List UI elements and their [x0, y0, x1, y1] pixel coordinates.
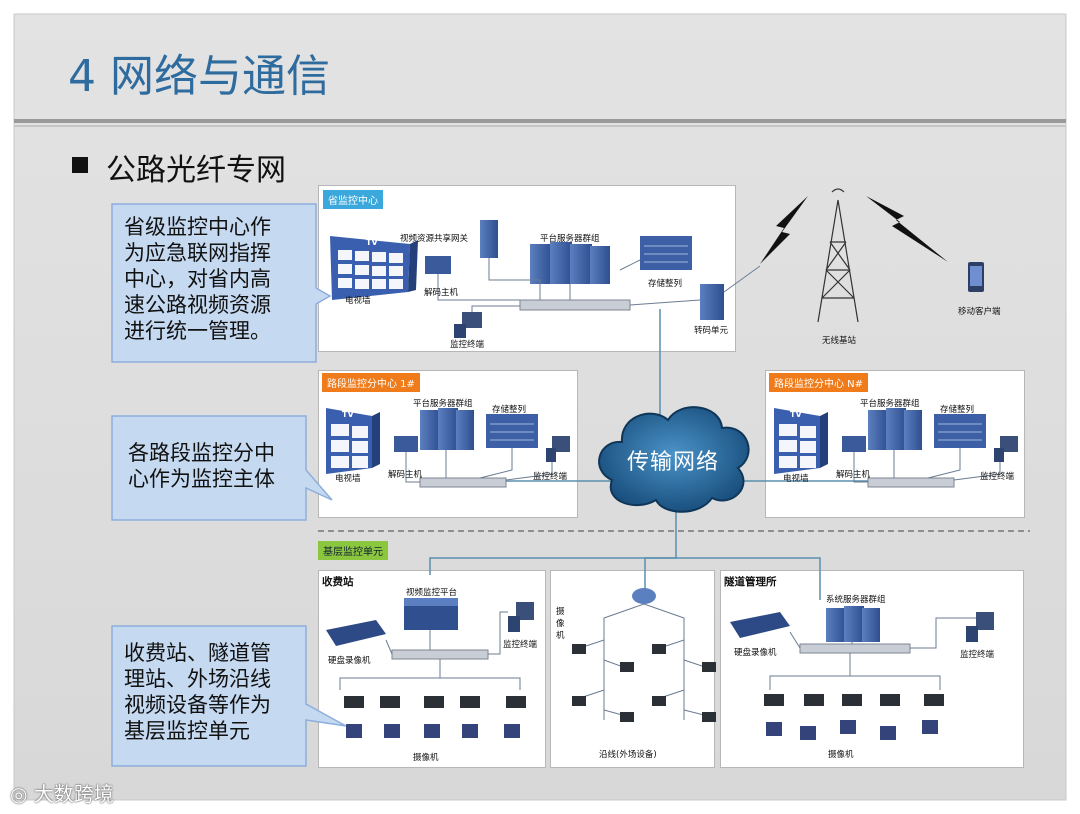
subn-switch — [867, 477, 955, 488]
sub1-switch — [419, 477, 507, 488]
tunnel-links — [769, 617, 976, 690]
toll-camera-label: 摄像机 — [413, 753, 439, 763]
subn-terminal-label: 监控终端 — [980, 472, 1015, 482]
watermark: ◎ 大数跨境 — [10, 778, 114, 807]
subn-server-group — [868, 408, 922, 450]
transport-network-cloud — [598, 406, 750, 513]
provincial-terminal — [454, 312, 482, 338]
provincial-decoder-label: 解码主机 — [424, 288, 459, 298]
toll-links — [339, 611, 521, 690]
provincial-center-header: 省监控中心 — [323, 190, 383, 209]
subn-storage-label: 存储整列 — [940, 405, 975, 415]
sub1-server-group-label: 平台服务器群组 — [413, 399, 473, 409]
subn-storage-array — [934, 414, 986, 448]
provincial-server-group-label: 平台服务器群组 — [540, 234, 600, 244]
subn-video-wall-label: 电视墙 — [783, 474, 809, 484]
provincial-tv-label: TV — [366, 238, 378, 247]
subn-video-wall — [774, 408, 828, 474]
tunnel-terminal — [966, 612, 994, 642]
base-station-label: 无线基站 — [822, 336, 857, 346]
callout-sub-center-text: 各路段监控分中 心作为监控主体 — [128, 441, 275, 491]
toll-camera-row — [344, 696, 526, 738]
subn-decoder — [842, 436, 866, 452]
provincial-gateway-label: 视频资源共享网关 — [400, 234, 469, 244]
sub1-decoder-label: 解码主机 — [388, 470, 423, 480]
sub-center-n-header: 路段监控分中心 N# — [769, 373, 869, 392]
lightning-bolt-right-icon — [866, 196, 948, 262]
subn-decoder-label: 解码主机 — [836, 470, 871, 480]
tunnel-switch — [799, 643, 911, 654]
toll-nvr — [326, 620, 386, 646]
sub1-video-wall-label: 电视墙 — [335, 474, 361, 484]
roadside-router — [632, 588, 656, 604]
sub1-terminal — [546, 436, 570, 462]
provincial-switch — [519, 299, 631, 311]
watermark-text: 大数跨境 — [33, 782, 114, 806]
slide-title: 4 网络与通信 — [68, 51, 330, 102]
provincial-storage-array — [640, 236, 692, 270]
bullet-square — [72, 157, 88, 173]
sub1-video-wall — [326, 408, 380, 474]
callout-shapes — [111, 203, 347, 767]
tunnel-station-panel — [720, 570, 1024, 768]
provincial-transcoder-label: 转码单元 — [694, 326, 729, 336]
tunnel-nvr-label: 硬盘录像机 — [734, 648, 777, 658]
subn-server-group-label: 平台服务器群组 — [860, 399, 920, 409]
tunnel-server-group — [826, 606, 880, 642]
toll-switch — [391, 649, 489, 660]
provincial-video-wall-label: 电视墙 — [345, 296, 371, 306]
bullet-heading: 公路光纤专网 — [106, 153, 286, 188]
roadside-cameras — [572, 644, 716, 722]
toll-terminal — [508, 602, 534, 632]
sub1-server-group — [420, 408, 474, 450]
subn-terminal — [994, 436, 1018, 462]
callout-base-units-text: 收费站、隧道管 理站、外场沿线 视频设备等作为 基层监控单元 — [124, 641, 271, 743]
subn-links — [853, 448, 1001, 483]
provincial-transcoder — [700, 284, 724, 320]
provincial-links — [437, 258, 761, 312]
mobile-phone-icon — [968, 262, 984, 292]
transport-network-label: 传输网络 — [627, 450, 720, 475]
sub1-storage-array — [486, 414, 538, 448]
toll-station-title: 收费站 — [322, 576, 354, 588]
sub1-storage-label: 存储整列 — [492, 405, 527, 415]
toll-platform-label: 视频监控平台 — [406, 588, 458, 598]
tunnel-camera-label: 摄像机 — [828, 750, 854, 760]
mobile-client-label: 移动客户端 — [958, 307, 1001, 317]
roadside-caption: 沿线(外场设备) — [599, 750, 657, 760]
provincial-terminal-label: 监控终端 — [450, 340, 485, 350]
roadside-camera-label: 摄 像 机 — [556, 607, 565, 641]
sub1-tv-label: TV — [342, 410, 354, 419]
tunnel-terminal-label: 监控终端 — [960, 650, 995, 660]
toll-terminal-label: 监控终端 — [503, 640, 538, 650]
provincial-storage-label: 存储整列 — [648, 279, 683, 289]
sub-center-1-header: 路段监控分中心 1# — [322, 373, 420, 392]
lightning-bolt-left-icon — [760, 196, 808, 264]
watermark-logo-icon: ◎ — [10, 782, 34, 806]
provincial-gateway-server — [480, 220, 498, 258]
base-units-header: 基层监控单元 — [318, 541, 388, 560]
provincial-server-group — [530, 242, 610, 284]
provincial-video-wall — [330, 236, 418, 300]
tunnel-server-group-label: 系统服务器群组 — [826, 595, 886, 605]
callout-provincial-text: 省级监控中心作 为应急联网指挥 中心，对省内高 速公路视频资源 进行统一管理。 — [124, 215, 271, 343]
roadside-links — [579, 603, 709, 720]
subn-tv-label: TV — [790, 410, 802, 419]
sub1-decoder — [394, 436, 418, 452]
sub1-terminal-label: 监控终端 — [533, 472, 568, 482]
toll-nvr-label: 硬盘录像机 — [328, 656, 371, 666]
provincial-decoder — [425, 256, 451, 274]
toll-platform-server — [404, 598, 458, 630]
tunnel-nvr — [730, 612, 790, 638]
backbone-links — [429, 309, 870, 600]
radio-tower-icon — [817, 188, 859, 323]
tunnel-camera-row — [764, 694, 944, 740]
sub1-links — [405, 448, 553, 483]
tunnel-station-title: 隧道管理所 — [724, 576, 777, 588]
